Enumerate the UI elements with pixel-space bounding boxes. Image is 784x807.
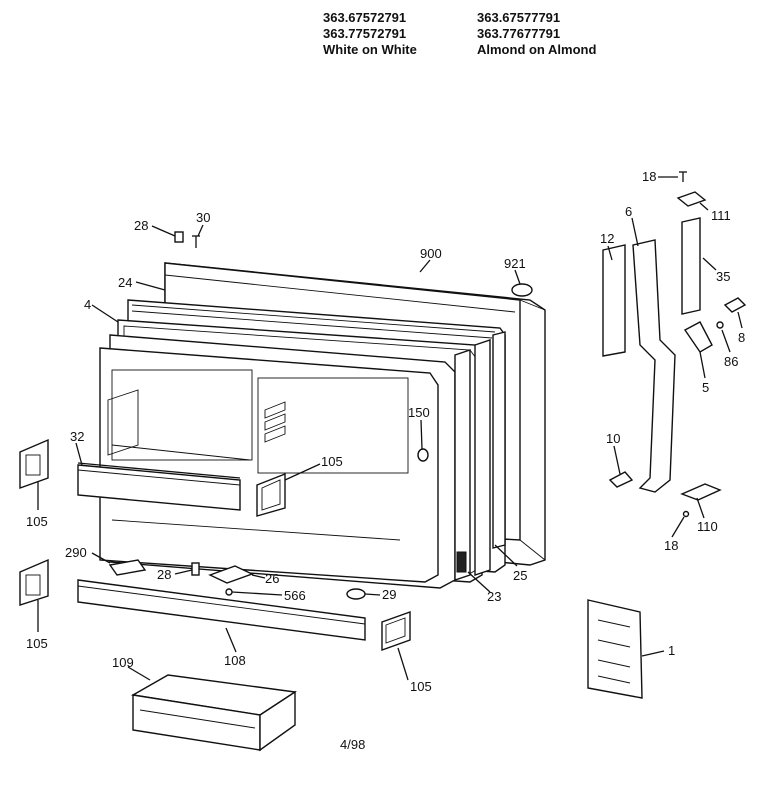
bracket-35 [681, 217, 701, 315]
label-26: 26 [265, 571, 279, 586]
cover-105-left-lower [19, 558, 49, 606]
cover-105-left-upper [19, 438, 49, 489]
label-32: 32 [70, 429, 84, 444]
bin-109 [130, 674, 297, 752]
plate-26 [208, 565, 254, 584]
label-4: 4 [84, 297, 91, 312]
plug-29 [346, 588, 366, 600]
hinge-cover-150 [417, 448, 429, 462]
label-105: 105 [410, 679, 432, 694]
label-35: 35 [716, 269, 730, 284]
plug-921 [511, 283, 533, 297]
label-8: 8 [738, 330, 745, 345]
label-921: 921 [504, 256, 526, 271]
hinge-111 [676, 191, 707, 207]
side-trim-23-25 [454, 331, 506, 581]
model-column-almond: 363.67577791 363.77677791 Almond on Almo… [477, 10, 596, 58]
label-23: 23 [487, 589, 501, 604]
label-150: 150 [408, 405, 430, 420]
color-description: Almond on Almond [477, 42, 597, 57]
model-number: 363.67572791 [323, 10, 407, 25]
label-29: 29 [382, 587, 396, 602]
cover-105-bottom [381, 611, 411, 651]
label-30: 30 [196, 210, 210, 225]
model-column-white: 363.67572791 363.77572791 White on White [323, 10, 417, 58]
label-28: 28 [157, 567, 171, 582]
label-25: 25 [513, 568, 527, 583]
shelf-108 [77, 579, 366, 641]
screw-566 [225, 588, 233, 596]
door-shelf-32 [77, 462, 241, 511]
pad-10 [608, 471, 634, 488]
revision-date: 4/98 [340, 737, 366, 752]
label-18: 18 [642, 169, 656, 184]
bracket-12 [602, 244, 626, 357]
label-900: 900 [420, 246, 442, 261]
label-108: 108 [224, 653, 246, 668]
inner-door-liner [99, 334, 456, 589]
label-6: 6 [625, 204, 632, 219]
screw-30 [192, 235, 200, 248]
label-105: 105 [321, 454, 343, 469]
label-105: 105 [26, 636, 48, 651]
screw-18-bottom [682, 510, 690, 518]
screw-18-top [679, 171, 687, 182]
label-24: 24 [118, 275, 132, 290]
screw-86 [716, 321, 724, 329]
bracket-5 [683, 321, 713, 353]
leader-lines [37, 176, 743, 681]
label-111: 111 [711, 208, 731, 223]
label-566: 566 [284, 588, 306, 603]
label-1: 1 [668, 643, 675, 658]
model-number: 363.77677791 [477, 26, 561, 41]
label-5: 5 [702, 380, 709, 395]
label-109: 109 [112, 655, 134, 670]
screw-28-lower [191, 562, 200, 576]
label-10: 10 [606, 431, 620, 446]
manual-1 [587, 599, 643, 699]
label-28: 28 [134, 218, 148, 233]
label-290: 290 [65, 545, 87, 560]
model-number: 363.77572791 [323, 26, 407, 41]
screw-28 [174, 231, 184, 243]
label-110: 110 [697, 519, 718, 534]
clip-8 [723, 297, 747, 313]
hinge-110 [680, 483, 722, 501]
label-105: 105 [26, 514, 48, 529]
model-number: 363.67577791 [477, 10, 561, 25]
label-18: 18 [664, 538, 678, 553]
hinge-arm-6 [632, 239, 676, 493]
color-description: White on White [323, 42, 417, 57]
pad-290 [108, 559, 147, 576]
label-12: 12 [600, 231, 614, 246]
cover-105-center [256, 472, 286, 517]
label-86: 86 [724, 354, 738, 369]
